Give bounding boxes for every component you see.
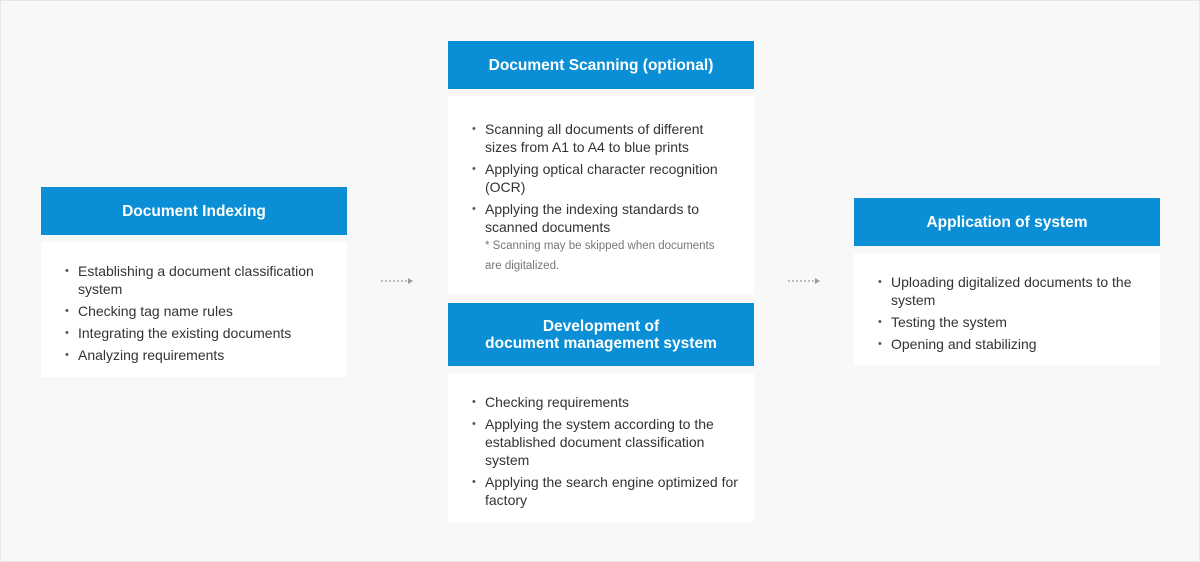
card-document-indexing: Document Indexing Establishing a documen…	[41, 187, 347, 377]
card-header: Application of system	[854, 198, 1160, 246]
list-item: Establishing a document classification s…	[65, 262, 331, 298]
card-body: Establishing a document classification s…	[41, 242, 347, 377]
list-item: Applying the system according to the est…	[472, 415, 738, 469]
item-list: Scanning all documents of different size…	[472, 120, 738, 236]
item-list: Checking requirements Applying the syste…	[472, 393, 738, 509]
list-item: Testing the system	[878, 313, 1144, 331]
card-document-scanning: Document Scanning (optional) Scanning al…	[448, 41, 754, 294]
card-body: Uploading digitalized documents to the s…	[854, 253, 1160, 365]
card-application: Application of system Uploading digitali…	[854, 198, 1160, 365]
card-development: Development of document management syste…	[448, 303, 754, 522]
list-item: Checking tag name rules	[65, 302, 331, 320]
dotted-right-arrow-icon	[788, 278, 820, 284]
card-header: Document Indexing	[41, 187, 347, 235]
item-list: Uploading digitalized documents to the s…	[878, 273, 1144, 353]
list-item: Applying the search engine optimized for…	[472, 473, 738, 509]
card-body: Scanning all documents of different size…	[448, 96, 754, 294]
scanning-note: * Scanning may be skipped when documents…	[485, 240, 715, 272]
card-header: Document Scanning (optional)	[448, 41, 754, 89]
list-item: Analyzing requirements	[65, 346, 331, 364]
dotted-right-arrow-icon	[381, 278, 413, 284]
list-item: Scanning all documents of different size…	[472, 120, 738, 156]
list-item: Integrating the existing documents	[65, 324, 331, 342]
list-item: Applying the indexing standards to scann…	[472, 200, 738, 236]
list-item: Applying optical character recognition (…	[472, 160, 738, 196]
card-header: Development of document management syste…	[448, 303, 754, 366]
item-list: Establishing a document classification s…	[65, 262, 331, 364]
list-item: Opening and stabilizing	[878, 335, 1144, 353]
card-body: Checking requirements Applying the syste…	[448, 373, 754, 522]
list-item: Uploading digitalized documents to the s…	[878, 273, 1144, 309]
list-item: Checking requirements	[472, 393, 738, 411]
